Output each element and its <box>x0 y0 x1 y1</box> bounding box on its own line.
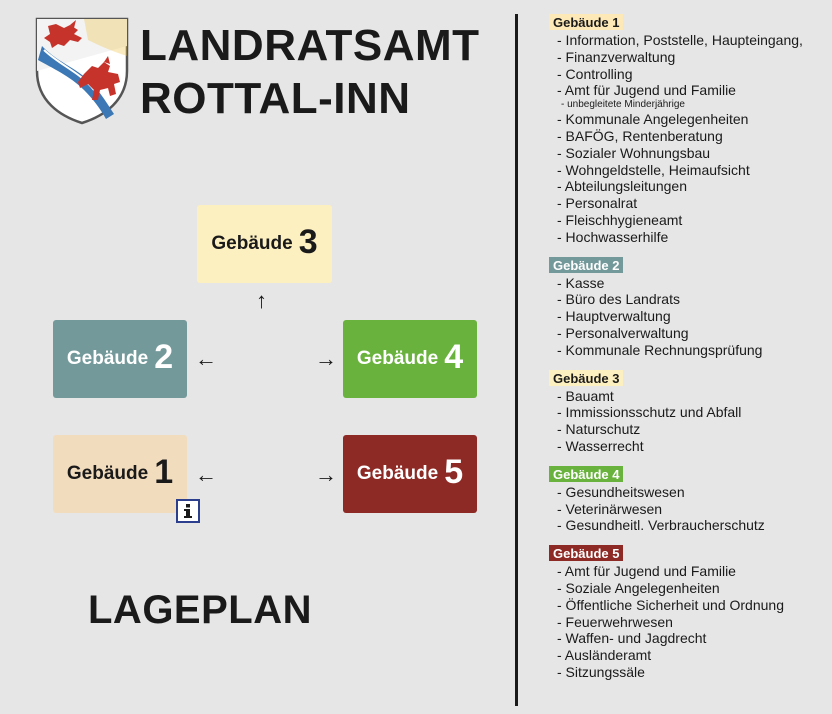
legend-item: - Büro des Landrats <box>557 291 680 308</box>
legend-item: - Soziale Angelegenheiten <box>557 579 720 596</box>
legend-item-list: - Bauamt- Immissionsschutz und Abfall- N… <box>549 388 832 455</box>
legend-item: - Wasserrecht <box>557 437 644 454</box>
building-5-block[interactable]: Gebäude 5 <box>343 435 477 513</box>
building-2-block[interactable]: Gebäude 2 <box>53 320 187 398</box>
legend-item-list: - Information, Poststelle, Haupteingang,… <box>549 32 832 246</box>
legend-item-list: - Gesundheitswesen- Veterinärwesen- Gesu… <box>549 484 832 534</box>
building-number: 1 <box>154 452 174 491</box>
legend-subitem: - unbegleitete Minderjährige <box>561 99 685 111</box>
arrow-right-icon: → <box>315 462 337 487</box>
legend-section: Gebäude 1 - Information, Poststelle, Haup… <box>549 14 832 246</box>
legend-item: - Gesundheitswesen <box>557 483 685 500</box>
legend-item: - Controlling <box>557 65 633 82</box>
arrow-up-icon: ↑ <box>256 288 267 313</box>
legend-item: - Sozialer Wohnungsbau <box>557 144 711 161</box>
legend-item: - Feuerwehrwesen <box>557 613 673 630</box>
legend-section-title: Gebäude 3 <box>549 369 624 386</box>
building-number: 4 <box>444 337 464 376</box>
building-label: Gebäude <box>66 463 149 484</box>
building-legend: Gebäude 1 - Information, Poststelle, Haup… <box>549 14 832 692</box>
legend-section: Gebäude 4- Gesundheitswesen- Veterinärwe… <box>549 465 832 534</box>
legend-item: - Waffen- und Jagdrecht <box>557 630 707 647</box>
legend-item: - Fleischhygieneamt <box>557 211 683 228</box>
building-number: 5 <box>444 452 464 491</box>
info-glyph-icon <box>184 504 192 518</box>
title-line-1: LANDRATSAMT <box>140 21 480 70</box>
legend-item: - Öffentliche Sicherheit und Ordnung <box>557 596 784 613</box>
legend-item: - Bauamt <box>557 387 614 404</box>
legend-section: Gebäude 5- Amt für Jugend und Familie- S… <box>549 545 832 681</box>
building-label: Gebäude <box>211 233 293 254</box>
legend-item: - Hauptverwaltung <box>557 308 671 325</box>
title-line-2: ROTTAL-INN <box>140 74 411 123</box>
legend-section-title: Gebäude 5 <box>549 545 624 562</box>
legend-item: - Hochwasserhilfe <box>557 228 669 245</box>
legend-item-list: - Amt für Jugend und Familie- Soziale An… <box>549 563 832 681</box>
legend-item: - Abteilungsleitungen <box>557 178 687 195</box>
coat-of-arms-logo <box>35 17 129 125</box>
building-label: Gebäude <box>356 463 439 484</box>
building-label: Gebäude <box>66 348 149 369</box>
legend-item: - Ausländeramt <box>557 647 652 664</box>
arrow-right-icon: → <box>315 346 337 371</box>
legend-item: - Wohngeldstelle, Heimaufsicht <box>557 161 750 178</box>
building-4-block[interactable]: Gebäude 4 <box>343 320 477 398</box>
legend-item: - Personalrat <box>557 195 638 212</box>
legend-item: - Immissionsschutz und Abfall <box>557 404 742 421</box>
building-number: 3 <box>298 222 318 261</box>
legend-item: - Amt für Jugend und Familie <box>557 82 736 99</box>
legend-item: - Sitzungssäle <box>557 663 645 680</box>
legend-item: - Gesundheitl. Verbraucherschutz <box>557 517 765 534</box>
legend-item: - Kommunale Angelegenheiten <box>557 111 749 128</box>
legend-item: - Finanzverwaltung <box>557 48 676 65</box>
arrow-left-icon: ← <box>195 346 217 371</box>
legend-item: - Veterinärwesen <box>557 500 663 517</box>
legend-item: - BAFÖG, Rentenberatung <box>557 127 723 144</box>
divider <box>515 14 518 706</box>
legend-item: - Amt für Jugend und Familie <box>557 563 736 580</box>
building-3-block[interactable]: Gebäude 3 <box>197 205 332 283</box>
legend-item: - Kasse <box>557 274 605 291</box>
lageplan-title: LAGEPLAN <box>88 588 312 632</box>
legend-section: Gebäude 2- Kasse- Büro des Landrats- Hau… <box>549 256 832 359</box>
legend-item: - Kommunale Rechnungsprüfung <box>557 341 763 358</box>
legend-section-title: Gebäude 2 <box>549 256 624 273</box>
building-number: 2 <box>154 337 174 376</box>
legend-item: - Naturschutz <box>557 421 641 438</box>
legend-section-title: Gebäude 4 <box>549 465 624 482</box>
legend-item: - Personalverwaltung <box>557 324 689 341</box>
legend-section: Gebäude 3- Bauamt- Immissionsschutz und … <box>549 369 832 455</box>
building-1-block[interactable]: Gebäude 1 <box>53 435 187 513</box>
building-label: Gebäude <box>356 348 439 369</box>
legend-item: - Information, Poststelle, Haupteingang, <box>557 32 803 48</box>
legend-section-title: Gebäude 1 <box>549 14 624 30</box>
arrow-left-icon: ← <box>195 462 217 487</box>
info-icon[interactable] <box>176 499 200 523</box>
legend-item-list: - Kasse- Büro des Landrats- Hauptverwalt… <box>549 275 832 359</box>
